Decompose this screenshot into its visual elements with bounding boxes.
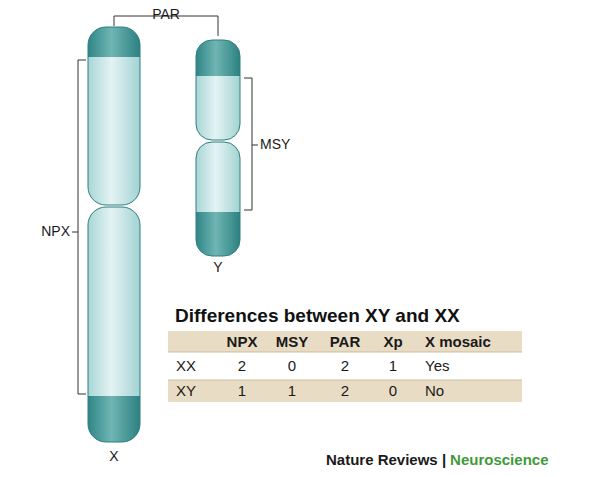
table-header: NPX [227,334,258,351]
chromosome-label: Y [213,260,222,275]
npx-bracket [78,60,86,394]
region-label: MSY [260,137,290,152]
table-header: X mosaic [425,334,491,351]
table-cell: Yes [425,358,449,375]
table-title: Differences between XY and XX [175,306,460,327]
table-row-label: XX [176,358,196,375]
table-row-label: XY [176,383,196,400]
table-header: Xp [383,334,402,351]
journal-name: Nature Reviews | [326,452,446,469]
region-label: PAR [152,7,180,22]
table-cell: 2 [341,383,349,400]
table-header-band [168,331,522,352]
table-cell: No [425,383,444,400]
journal-section: Neuroscience [450,452,548,469]
table-cell: 1 [389,358,397,375]
region-label: NPX [41,224,70,239]
table-cell: 1 [288,383,296,400]
table-cell: 1 [238,383,246,400]
table-cell: 2 [341,358,349,375]
table-row-band [168,380,522,402]
table-cell: 0 [389,383,397,400]
y-chromosome [196,40,240,256]
chromosome-label: X [109,449,118,464]
msy-bracket [244,78,252,210]
table-cell: 0 [288,358,296,375]
table-cell: 2 [238,358,246,375]
table-header: PAR [330,334,361,351]
table-header: MSY [276,334,309,351]
x-chromosome [88,27,140,442]
